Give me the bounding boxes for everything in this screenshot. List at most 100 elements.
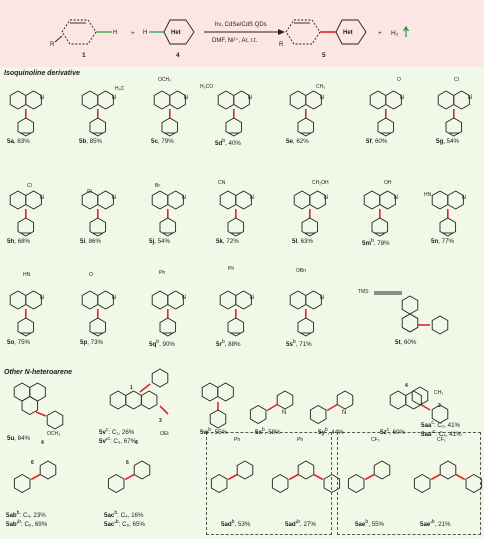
h-label: H — [113, 30, 117, 36]
pyridine-ring-ab — [39, 460, 57, 480]
benzo-ring-6 — [437, 90, 455, 110]
scheme-header — [0, 0, 484, 67]
label-5aa: 5aac: C₂, 41% — [421, 420, 461, 430]
new-bond-5z — [419, 403, 431, 411]
section-title-isoquinoline: Isoquinoline derivative — [4, 70, 80, 77]
ring-nitrogen-8: N — [112, 195, 116, 201]
new-bond-l-ad2 — [288, 473, 299, 481]
benzo-ring-3 — [217, 90, 235, 110]
new-bond-5x — [266, 403, 278, 412]
cyclohexenyl-ring-5u — [46, 410, 64, 430]
substituent-cf3-2: CF₃ — [437, 437, 446, 443]
pyridine-ring-18 — [305, 290, 322, 310]
ring-5v-b — [125, 390, 142, 410]
pyridine-ring-3 — [233, 90, 250, 110]
benzo-ring-16 — [151, 290, 169, 310]
ring-nitrogen-7: N — [40, 195, 44, 201]
cyclohexenyl-ring-7 — [17, 217, 35, 237]
position-1: 1 — [130, 385, 133, 391]
label-5u: 5u, 84% — [7, 435, 31, 442]
cyclohexenyl-ring-5 — [377, 117, 395, 137]
pyridine-ring-15 — [97, 290, 114, 310]
label-5f: 5f, 60% — [366, 138, 388, 145]
label-5p: 5p, 73% — [80, 339, 104, 346]
label-5ab-prime: 5ab'b: C₆, 69% — [6, 519, 48, 529]
product: Het R 5 — [279, 19, 367, 59]
benzo-ring-14 — [9, 290, 27, 310]
ring-nitrogen-6: N — [468, 95, 472, 101]
reaction-scheme: H R 1 + H Het 4 hν, CdSe/CdS QDs DMF, Ni… — [50, 19, 410, 59]
cyclohexenyl-ring-5t — [431, 315, 449, 335]
cyclohexenyl-ring-14 — [17, 317, 35, 337]
benzo-ring-11 — [293, 190, 311, 210]
cyclohexenyl-r-ae2 — [465, 474, 483, 493]
substituent-cn: CN — [218, 180, 226, 186]
benzo-ring-5 — [369, 90, 387, 110]
group-box-5ae — [337, 432, 481, 535]
benzo-ring-17 — [219, 290, 237, 310]
label-5ad-prime: 5ad'b, 27% — [285, 519, 316, 529]
position-4-ac: 4 — [135, 440, 138, 446]
benzo-ring-13 — [431, 190, 449, 210]
substituent-br: Br — [155, 183, 160, 189]
label-5ab: 5abb: C₄, 23% — [6, 510, 46, 520]
label-5j: 5j, 54% — [149, 238, 170, 245]
substituent-obn: OBn — [296, 268, 307, 274]
label-5h: 5h, 68% — [7, 238, 31, 245]
pyridine-ring-16 — [167, 290, 184, 310]
label-5ad: 5adb, 53% — [221, 519, 251, 529]
position-6-ac: 6 — [126, 460, 129, 466]
pyridine-ring-5t — [401, 313, 419, 333]
reactant1-label: 1 — [82, 52, 86, 59]
label-5q: 5qb, 90% — [149, 339, 175, 349]
ring-nitrogen-18: N — [320, 295, 324, 301]
ring-nitrogen-17: N — [250, 295, 254, 301]
ring-nitrogen-9: N — [182, 195, 186, 201]
substituent-ch2oh: CH₂OH — [312, 180, 329, 186]
pyridine-ring-5 — [385, 90, 402, 110]
plus-sign: + — [131, 30, 135, 37]
cyclohexenyl-ring-12 — [371, 217, 389, 237]
benzo-ring-7 — [9, 190, 27, 210]
pyridine-ring-ae — [373, 460, 391, 480]
label-5v-prime: 5v'c: C₃, 67% — [99, 436, 137, 446]
label-5w: 5wb, 55% — [200, 427, 227, 437]
new-bond-l-ad — [227, 473, 238, 481]
label-5g: 5g, 54% — [436, 138, 460, 145]
position-2: 2 — [438, 403, 441, 409]
label-5m: 5mb, 78% — [362, 238, 390, 248]
het-product-label: Het — [343, 30, 353, 36]
new-bond-5u — [35, 411, 47, 417]
cyclohexenyl-ring-5x — [249, 405, 267, 424]
cyclohexenyl-ring-2 — [161, 117, 179, 137]
heteroarene-ring-5x — [276, 390, 294, 410]
substituent-o-p: O — [89, 272, 93, 278]
cyclohexenyl-l-ad — [210, 474, 228, 493]
cyclohexenyl-ring-0 — [17, 117, 35, 137]
label-5c: 5c, 79% — [151, 138, 174, 145]
ring-5z-b — [405, 390, 422, 410]
phenanthridine-c — [21, 396, 39, 415]
label-5e: 5e, 62% — [286, 138, 309, 145]
benzo-ring-18 — [289, 290, 307, 310]
het-label: Het — [171, 30, 181, 36]
pyridine-ring-2 — [169, 90, 186, 110]
label-5s: 5sb, 71% — [286, 339, 312, 349]
hydrogen-byproduct: H₂ — [391, 30, 399, 37]
new-bond-5v-prime — [159, 405, 169, 415]
substituent-ch3: CH₃ — [316, 84, 326, 90]
cyclohexenyl-ring-5v — [151, 368, 169, 388]
substituent-hn: HN — [424, 192, 432, 198]
pyridine-ring-0 — [25, 90, 42, 110]
benzo-ring-5t — [401, 295, 419, 315]
new-bond-l-ac — [124, 473, 135, 481]
substituent-h3co: H₃CO — [200, 84, 214, 90]
ring-nitrogen-11: N — [324, 195, 328, 201]
substituent-ph-q: Ph — [159, 270, 166, 276]
position-4: 4 — [405, 383, 408, 389]
new-bond-l-ae — [364, 473, 375, 481]
substituent-tms: TMS — [358, 289, 369, 295]
substituent-cl-g: Cl — [454, 77, 459, 83]
cyclohexenyl-ring-17 — [227, 317, 245, 337]
